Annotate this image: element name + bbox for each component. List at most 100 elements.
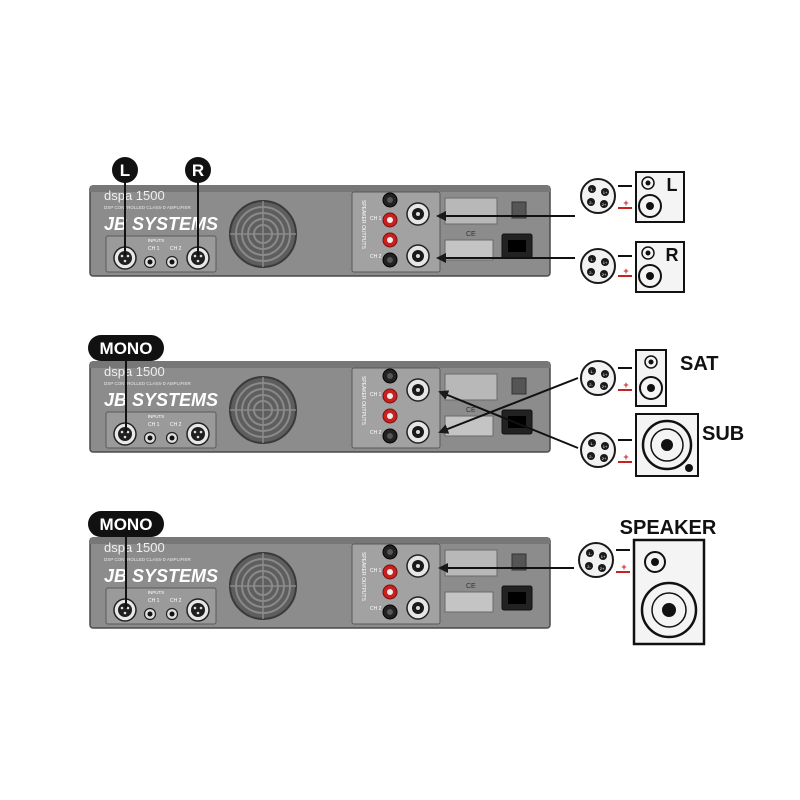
- woofer-center: [646, 202, 654, 210]
- sub-woofer-ring: [650, 428, 684, 462]
- speakon-output-2: [406, 244, 430, 268]
- speakon-pin-label: 1-: [588, 551, 592, 556]
- binding-post-red: [382, 232, 398, 248]
- amp-brand: JB SYSTEMS: [104, 566, 218, 586]
- woofer-icon: [638, 264, 662, 288]
- speakon-pin-label: 1-: [590, 257, 594, 262]
- speaker-label: SPEAKER: [620, 517, 717, 539]
- plus-sign: +: [623, 266, 628, 276]
- link-jack-ch2: [165, 607, 179, 621]
- binding-post-black: [382, 428, 398, 444]
- speakon-pin-label: 1-: [590, 441, 594, 446]
- woofer-icon: [638, 194, 662, 218]
- binding-post-black: [382, 544, 398, 560]
- binding-post-red: [382, 212, 398, 228]
- channel-badge: [112, 157, 138, 183]
- woofer-icon: [640, 581, 698, 639]
- ch1-label: CH 1: [148, 422, 160, 428]
- amp-model: dspa 1500: [104, 364, 165, 379]
- ce-mark: CE: [466, 231, 476, 238]
- speakon-pin-label: 1-: [590, 187, 594, 192]
- speakon-plug: [580, 360, 616, 396]
- speaker-label: L: [667, 175, 678, 195]
- out-ch2-label: CH 2: [370, 254, 382, 260]
- ch2-label: CH 2: [170, 246, 182, 252]
- out-ch2-label: CH 2: [370, 430, 382, 436]
- link-jack-ch1: [143, 255, 157, 269]
- speakon-pin-label: 2-: [589, 200, 593, 205]
- speakon-plug: [580, 178, 616, 214]
- ce-mark: CE: [466, 407, 476, 414]
- ch1-label: CH 1: [148, 598, 160, 604]
- binding-post-black: [382, 192, 398, 208]
- ch2-label: CH 2: [170, 422, 182, 428]
- tweeter-center: [645, 180, 651, 186]
- plus-sign: +: [621, 562, 626, 572]
- speakon-pin-label: 2+: [602, 456, 607, 461]
- xlr-input-ch2: [186, 422, 210, 446]
- sub-port: [685, 464, 693, 472]
- amp-brand: JB SYSTEMS: [104, 390, 218, 410]
- ce-mark: CE: [466, 583, 476, 590]
- sub-label: SUB: [702, 423, 744, 445]
- speakon-pin-label: 2-: [587, 564, 591, 569]
- link-jack-ch2: [165, 255, 179, 269]
- inputs-label: INPUTS: [148, 414, 165, 419]
- speakon-pin-label: 2+: [602, 272, 607, 277]
- xlr-input-ch2: [186, 598, 210, 622]
- speakon-pin-label: 2-: [589, 382, 593, 387]
- ch2-label: CH 2: [170, 598, 182, 604]
- binding-post-black: [382, 368, 398, 384]
- woofer-center: [662, 603, 676, 617]
- binding-post-red: [382, 584, 398, 600]
- amp-subtitle: DSP CONTROLLED CLASS-D AMPLIFIER: [104, 205, 191, 210]
- speakon-pin-label: 1+: [603, 372, 608, 377]
- speakon-output-2: [406, 596, 430, 620]
- out-ch1-label: CH 1: [370, 568, 382, 574]
- speaker-outputs-label: SPEAKER OUTPUTS: [360, 376, 366, 426]
- speakon-pin-label: 2+: [602, 202, 607, 207]
- speakon-plug: [580, 432, 616, 468]
- amp-subtitle: DSP CONTROLLED CLASS-D AMPLIFIER: [104, 557, 191, 562]
- plus-sign: +: [623, 198, 628, 208]
- speakon-pin-label: 1-: [590, 369, 594, 374]
- out-ch2-label: CH 2: [370, 606, 382, 612]
- speakon-pin-label: 2+: [600, 566, 605, 571]
- arrow-sub: [438, 390, 579, 449]
- speaker-outputs-label: SPEAKER OUTPUTS: [360, 552, 366, 602]
- channel-badge: [185, 157, 211, 183]
- out-ch1-label: CH 1: [370, 216, 382, 222]
- speakon-output-1: [406, 378, 430, 402]
- amp-subtitle: DSP CONTROLLED CLASS-D AMPLIFIER: [104, 381, 191, 386]
- plus-sign: +: [623, 452, 628, 462]
- channel-badge-label: L: [120, 161, 130, 180]
- woofer-center: [646, 272, 654, 280]
- sub-woofer-icon: [641, 419, 693, 471]
- amp-model: dspa 1500: [104, 188, 165, 203]
- speakon-plug: [578, 542, 614, 578]
- speaker-label: SAT: [680, 353, 719, 375]
- out-ch1-label: CH 1: [370, 392, 382, 398]
- speakon-output-1: [406, 554, 430, 578]
- speakon-pin-label: 2+: [602, 384, 607, 389]
- tweeter-icon: [644, 551, 666, 573]
- inputs-label: INPUTS: [148, 238, 165, 243]
- ch1-label: CH 1: [148, 246, 160, 252]
- sub-woofer-center: [661, 439, 673, 451]
- amp-model: dspa 1500: [104, 540, 165, 555]
- speakon-pin-label: 2-: [589, 270, 593, 275]
- speakon-pin-label: 1+: [603, 444, 608, 449]
- inputs-label: INPUTS: [148, 590, 165, 595]
- binding-post-red: [382, 564, 398, 580]
- tweeter-center: [651, 558, 659, 566]
- binding-post-black: [382, 604, 398, 620]
- binding-post-black: [382, 252, 398, 268]
- speaker-outputs-label: SPEAKER OUTPUTS: [360, 200, 366, 250]
- speakon-pin-label: 1+: [603, 260, 608, 265]
- tweeter-center: [648, 359, 654, 365]
- binding-post-red: [382, 408, 398, 424]
- speakon-output-2: [406, 420, 430, 444]
